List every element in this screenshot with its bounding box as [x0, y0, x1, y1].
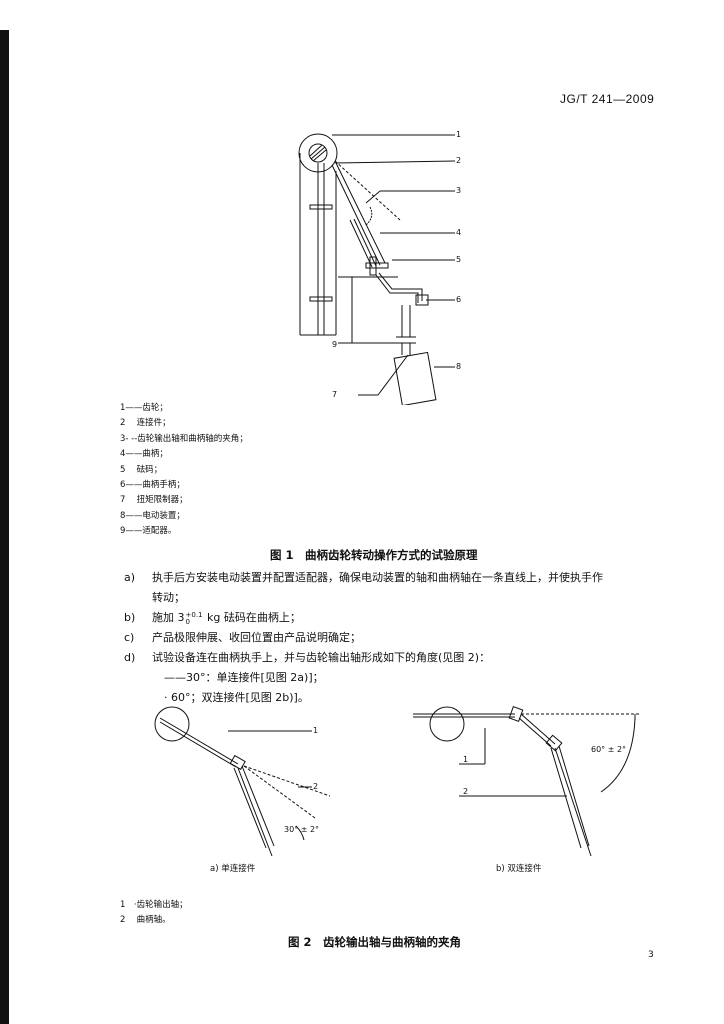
fig1-callout-7: 7 [332, 390, 337, 399]
step-d-item-2: · 60°；双连接件[见图 2b)]。 [164, 691, 309, 704]
step-d-item-1: ——30°：单连接件[见图 2a)]； [164, 671, 324, 684]
legend-item: 3- --齿轮输出轴和曲柄轴的夹角； [120, 433, 248, 444]
figure-2-caption: 图 2 齿轮输出轴与曲柄轴的夹角 [288, 935, 462, 949]
legend-item: 1——齿轮； [120, 403, 168, 413]
fig2a-callout-1: 1 [313, 726, 318, 735]
tolerance-lower: 0 [185, 618, 190, 626]
step-marker: c) [124, 631, 135, 644]
fig1-callout-3: 3 [456, 186, 461, 195]
fig1-callout-2: 2 [456, 156, 461, 165]
step-marker: d) [124, 651, 136, 664]
fig1-callout-9: 9 [332, 340, 337, 349]
step-text: 试验设备连在曲柄执手上，并与齿轮输出轴形成如下的角度(见图 2)： [152, 651, 491, 664]
fig1-callout-1: 1 [456, 130, 461, 139]
fig1-callout-4: 4 [456, 228, 461, 237]
page-number: 3 [648, 950, 654, 960]
legend-item: 2 连接件； [120, 418, 171, 429]
figure-1-diagram: 1 2 3 4 5 6 7 8 9 [280, 125, 480, 405]
tolerance-upper: +0.1 [185, 611, 203, 619]
legend-item: 2 曲柄轴。 [120, 915, 171, 926]
figure-2b-diagram: 1 2 60° ± 2° [405, 700, 645, 860]
step-marker: b) [124, 611, 136, 624]
fig2b-callout-2: 2 [463, 787, 468, 796]
step-text-pre: 施加 3 [152, 611, 185, 624]
figure-2-legend: 1 ·齿轮输出轴； 2 曲柄轴。 [120, 898, 188, 929]
step-c: c) 产品极限伸展、收回位置由产品说明确定； [124, 628, 684, 648]
fig1-callout-8: 8 [456, 362, 461, 371]
fig1-callout-5: 5 [456, 255, 461, 264]
step-text: 产品极限伸展、收回位置由产品说明确定； [152, 631, 361, 644]
legend-item: 5 砝码； [120, 464, 163, 475]
figure-1-caption: 图 1 曲柄齿轮转动操作方式的试验原理 [270, 548, 478, 562]
standard-code: JG/T 241—2009 [560, 92, 655, 106]
legend-item: 4——曲柄； [120, 449, 168, 460]
legend-item: 7 扭矩限制器； [120, 495, 188, 506]
step-marker: a) [124, 571, 136, 584]
fig2a-callout-2: 2 [313, 782, 318, 791]
fig2a-angle-label: 30° ± 2° [284, 825, 319, 834]
figure-2b-caption: b) 双连接件 [496, 864, 542, 874]
legend-item: 1 ·齿轮输出轴； [120, 900, 188, 910]
figure-2a-caption: a) 单连接件 [210, 864, 256, 874]
test-steps: a) 执手后方安装电动装置并配置适配器，确保电动装置的轴和曲柄轴在一条直线上，并… [124, 568, 684, 708]
figure-2a-diagram: 1 2 30° ± 2° [150, 700, 330, 860]
legend-item: 6——曲柄手柄； [120, 480, 185, 491]
legend-item: 8——电动装置； [120, 510, 185, 521]
legend-item: 9——适配器。 [120, 526, 177, 537]
step-d: d) 试验设备连在曲柄执手上，并与齿轮输出轴形成如下的角度(见图 2)： [124, 648, 684, 668]
figure-1-legend: 1——齿轮； 2 连接件； 3- --齿轮输出轴和曲柄轴的夹角； 4——曲柄； … [120, 401, 248, 540]
fig1-callout-6: 6 [456, 295, 461, 304]
step-a: a) 执手后方安装电动装置并配置适配器，确保电动装置的轴和曲柄轴在一条直线上，并… [124, 568, 684, 588]
step-text: 执手后方安装电动装置并配置适配器，确保电动装置的轴和曲柄轴在一条直线上，并使执手… [152, 571, 603, 584]
fig2b-angle-label: 60° ± 2° [591, 745, 626, 754]
step-text-post: kg 砝码在曲柄上； [203, 611, 301, 624]
fig2b-callout-1: 1 [463, 755, 468, 764]
scan-edge-bar [0, 30, 9, 1024]
step-a-continuation: 转动； [152, 591, 185, 604]
